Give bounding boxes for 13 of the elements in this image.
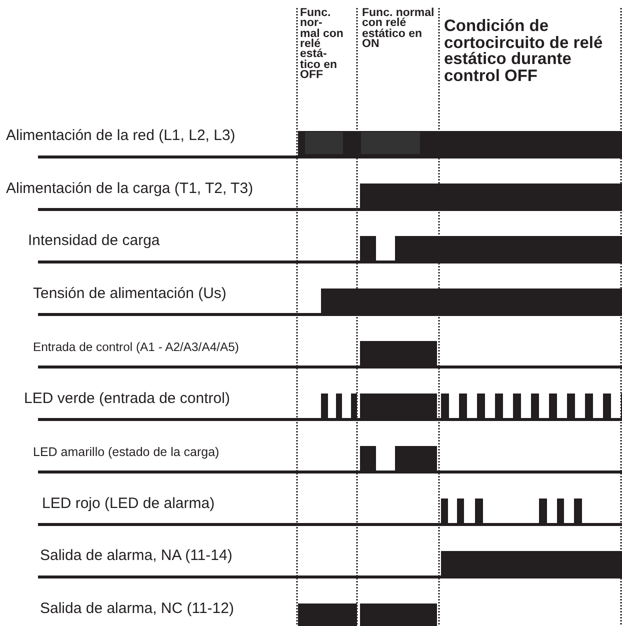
signal-label: LED amarillo (estado de la carga) bbox=[33, 446, 220, 458]
signal-label: Intensidad de carga bbox=[28, 233, 160, 248]
signal-label: LED rojo (LED de alarma) bbox=[42, 496, 215, 510]
column-header: Func. normal con relé estático en ON bbox=[362, 8, 436, 50]
signal-label: Alimentación de la red (L1, L2, L3) bbox=[6, 128, 236, 143]
signal-label: Entrada de control (A1 - A2/A3/A4/A5) bbox=[33, 340, 239, 353]
signal-label: Tensión de alimentación (Us) bbox=[33, 286, 226, 300]
column-header: Condición de cortocircuito de relé estático durante control OFF bbox=[444, 18, 604, 84]
signal-label: LED verde (entrada de control) bbox=[24, 390, 230, 406]
signal-label: Salida de alarma, NA (11-14) bbox=[40, 548, 232, 563]
signal-label: Salida de alarma, NC (11-12) bbox=[40, 600, 234, 616]
column-header: Func. nor- mal con relé está- tico en OFF bbox=[300, 8, 344, 80]
signal-label: Alimentación de la carga (T1, T2, T3) bbox=[6, 180, 254, 196]
